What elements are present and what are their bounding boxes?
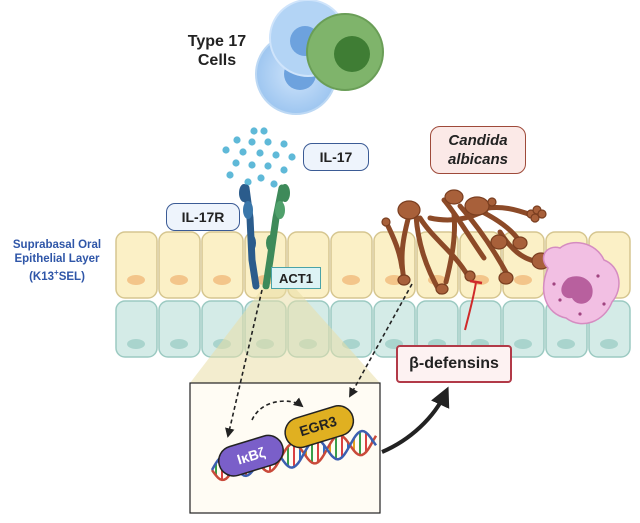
suprabasal-cell (201, 231, 244, 299)
layer-label-line1: Suprabasal Oral (12, 239, 102, 251)
defensins-label: β-defensins (396, 345, 512, 383)
basal-cell (158, 300, 201, 358)
layer-label: Suprabasal Oral Epithelial Layer (K13+SE… (0, 238, 114, 284)
egr3-protein (284, 405, 355, 449)
candida-label-line2: albicans (447, 151, 509, 168)
type17-title: Type 17 Cells (172, 32, 262, 70)
layer-label-line3: (K13+SEL) (0, 266, 114, 284)
basal-cell (115, 300, 158, 358)
basal-cell (502, 300, 545, 358)
inhibition-line (464, 279, 483, 331)
ikbz-protein (217, 434, 284, 477)
layer-label-sup: + (54, 268, 59, 277)
candida-label: Candida albicans (430, 126, 526, 174)
candida-label-line1: Candida (448, 132, 508, 149)
suprabasal-cell (330, 231, 373, 299)
il17r-label: IL-17R (166, 203, 240, 231)
act1-label: ACT1 (271, 267, 321, 289)
zoom-callout (190, 289, 380, 383)
il17-label: IL-17 (303, 143, 369, 171)
layer-label-prefix: (K13 (29, 270, 55, 283)
expression-arrow (381, 386, 450, 454)
layer-label-line2: Epithelial Layer (14, 253, 100, 265)
il17-receptor (239, 184, 290, 290)
type17-title-line2: Cells (197, 52, 237, 69)
suprabasal-cell (115, 231, 158, 299)
basal-cell (459, 300, 502, 358)
dashed-arrow-candida-egr3 (349, 283, 413, 398)
dashed-arrow-act1-ikbz (225, 289, 263, 438)
type17-title-line1: Type 17 (187, 33, 247, 50)
neutrophil (542, 241, 620, 325)
type17-cells (255, 0, 384, 115)
suprabasal-cell (158, 231, 201, 299)
layer-label-suffix: SEL) (58, 270, 85, 283)
il17-cytokines (222, 127, 296, 188)
